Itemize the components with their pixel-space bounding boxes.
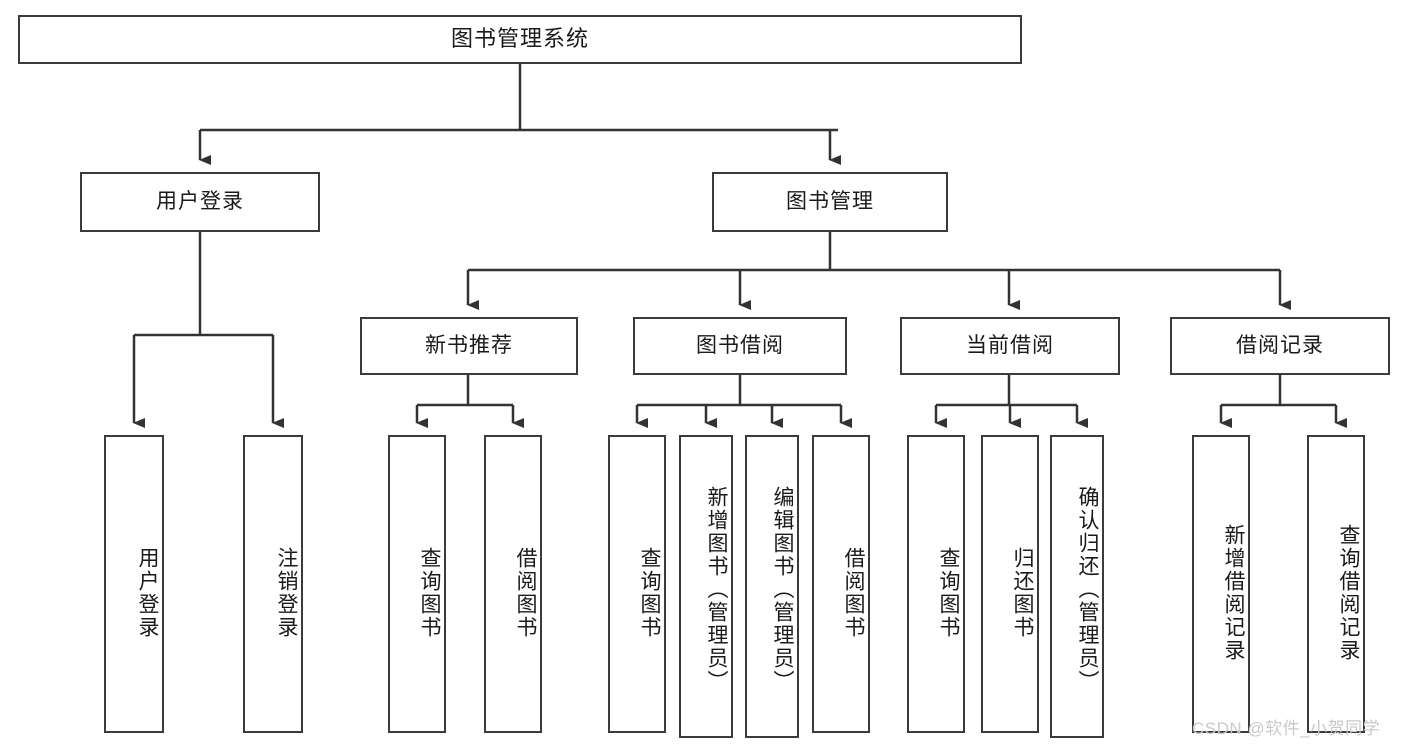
node-current-borrow-label: 当前借阅 (966, 334, 1054, 358)
node-new-book-recommend-label: 新书推荐 (425, 334, 513, 358)
leaf-user-login-label: 用户登录 (136, 547, 159, 639)
node-root-label: 图书管理系统 (450, 26, 589, 52)
leaf-borrow-book-label: 借阅图书 (842, 547, 865, 639)
node-user-login-label: 用户登录 (156, 190, 244, 214)
node-book-management-label: 图书管理 (786, 190, 874, 214)
node-root[interactable]: 图书管理系统 (18, 15, 1022, 64)
leaf-add-borrow-record[interactable]: 新增借阅记录 (1192, 435, 1250, 733)
leaf-logout-label: 注销登录 (275, 547, 298, 639)
leaf-query-book-borrow[interactable]: 查询图书 (608, 435, 666, 733)
leaf-return-book-label: 归还图书 (1011, 547, 1034, 639)
leaf-logout[interactable]: 注销登录 (243, 435, 303, 733)
leaf-query-book-recommend-label: 查询图书 (418, 547, 441, 639)
leaf-query-borrow-record[interactable]: 查询借阅记录 (1307, 435, 1365, 733)
node-borrow-record[interactable]: 借阅记录 (1170, 317, 1390, 375)
leaf-confirm-return-admin[interactable]: 确认归还（管理员） (1050, 435, 1104, 738)
node-current-borrow[interactable]: 当前借阅 (900, 317, 1120, 375)
node-user-login[interactable]: 用户登录 (80, 172, 320, 232)
leaf-borrow-book-recommend[interactable]: 借阅图书 (484, 435, 542, 733)
leaf-add-book-admin-label: 新增图书（管理员） (705, 486, 728, 693)
leaf-add-book-admin[interactable]: 新增图书（管理员） (679, 435, 733, 738)
leaf-query-book-borrow-label: 查询图书 (638, 547, 661, 639)
leaf-edit-book-admin-label: 编辑图书（管理员） (771, 486, 794, 693)
leaf-query-borrow-record-label: 查询借阅记录 (1337, 524, 1360, 662)
node-book-borrow-label: 图书借阅 (696, 334, 784, 358)
csdn-watermark: CSDN @软件_小贺同学 (1192, 719, 1381, 738)
leaf-query-book-recommend[interactable]: 查询图书 (388, 435, 446, 733)
leaf-add-borrow-record-label: 新增借阅记录 (1222, 524, 1245, 662)
leaf-query-book-current-label: 查询图书 (937, 547, 960, 639)
leaf-user-login[interactable]: 用户登录 (104, 435, 164, 733)
leaf-return-book[interactable]: 归还图书 (981, 435, 1039, 733)
node-book-management[interactable]: 图书管理 (712, 172, 948, 232)
node-new-book-recommend[interactable]: 新书推荐 (360, 317, 578, 375)
leaf-query-book-current[interactable]: 查询图书 (907, 435, 965, 733)
node-book-borrow[interactable]: 图书借阅 (633, 317, 847, 375)
node-borrow-record-label: 借阅记录 (1236, 334, 1324, 358)
leaf-confirm-return-admin-label: 确认归还（管理员） (1076, 486, 1099, 693)
leaf-edit-book-admin[interactable]: 编辑图书（管理员） (745, 435, 799, 738)
leaf-borrow-book-recommend-label: 借阅图书 (514, 547, 537, 639)
leaf-borrow-book[interactable]: 借阅图书 (812, 435, 870, 733)
